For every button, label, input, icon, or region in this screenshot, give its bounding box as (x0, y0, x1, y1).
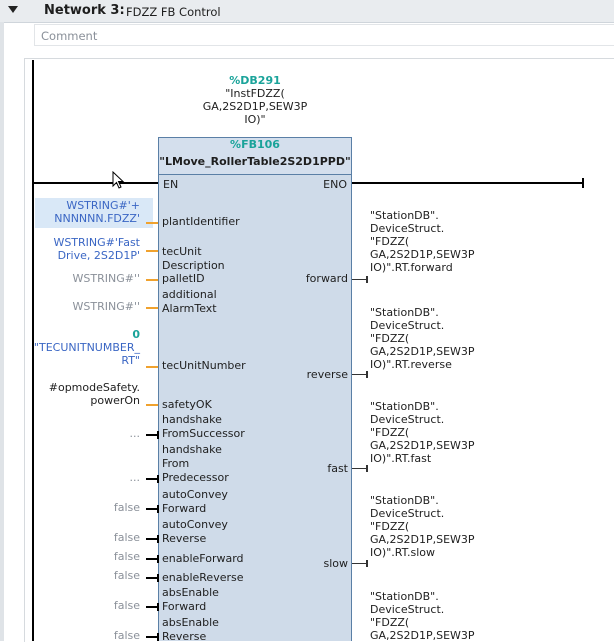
network-title: Network 3: (44, 3, 125, 18)
instance-db-name-1: "InstFDZZ( (225, 87, 285, 100)
input-value-2[interactable]: WSTRING#'' (72, 272, 140, 285)
output-connector-fast[interactable] (352, 465, 368, 472)
input-value-12[interactable]: false (113, 599, 140, 612)
input-connector-5[interactable] (146, 404, 158, 406)
input-connector-9[interactable] (146, 535, 159, 543)
output-target-3[interactable]: "StationDB".DeviceStruct."FDZZ(GA,2S2D1P… (370, 494, 475, 559)
input-pin-2: palletID (162, 272, 205, 285)
pin-en: EN (163, 178, 179, 191)
output-connector-forward[interactable] (352, 276, 368, 283)
input-value-6[interactable]: ... (129, 427, 141, 440)
left-gutter (0, 22, 4, 641)
output-target-2[interactable]: "StationDB".DeviceStruct."FDZZ(GA,2S2D1P… (370, 400, 475, 465)
output-target-1[interactable]: "StationDB".DeviceStruct."FDZZ(GA,2S2D1P… (370, 306, 475, 371)
eno-wire (352, 182, 582, 184)
input-value-10[interactable]: false (113, 550, 140, 563)
instance-db-number: %DB291 (229, 74, 281, 87)
input-connector-0[interactable] (146, 222, 158, 224)
input-value-13[interactable]: false (113, 629, 140, 642)
output-target-4[interactable]: "StationDB".DeviceStruct."FDZZ(GA,2S2D1P… (370, 590, 475, 642)
input-value-0[interactable]: WSTRING#'+NNNNNN.FDZZ' (54, 199, 140, 225)
input-value-4[interactable]: 0"TECUNITNUMBER_RT" (33, 328, 140, 367)
output-connector-slow[interactable] (352, 560, 368, 567)
input-value-5[interactable]: #opmodeSafety.powerOn (48, 381, 140, 407)
input-connector-1[interactable] (146, 250, 158, 252)
arrow-cursor-icon (112, 171, 125, 189)
rung-end (582, 178, 584, 188)
input-pin-0: plantIdentifier (162, 215, 240, 228)
selected-parameter-highlight (35, 198, 153, 228)
input-pin-4: tecUnitNumber (162, 359, 246, 372)
input-connector-2[interactable] (146, 279, 158, 281)
ladder-canvas (24, 58, 614, 642)
input-connector-11[interactable] (146, 574, 159, 582)
input-pin-11: enableReverse (162, 571, 244, 584)
network-comment-field[interactable]: Comment (34, 24, 614, 46)
input-connector-7[interactable] (146, 475, 159, 483)
output-pin-forward: forward (305, 272, 348, 285)
block-name: "LMove_RollerTable2S2D1PPD" (159, 155, 351, 168)
input-value-11[interactable]: false (113, 569, 140, 582)
input-connector-4[interactable] (146, 366, 158, 368)
input-connector-8[interactable] (146, 505, 159, 513)
input-connector-3[interactable] (146, 307, 158, 309)
block-header: %FB106 "LMove_RollerTable2S2D1PPD" (159, 138, 351, 175)
input-value-8[interactable]: false (113, 501, 140, 514)
input-connector-10[interactable] (146, 555, 159, 563)
input-pin-10: enableForward (162, 552, 244, 565)
instance-db-name-3: IO)" (244, 113, 266, 126)
en-wire (34, 182, 158, 184)
output-target-0[interactable]: "StationDB".DeviceStruct."FDZZ(GA,2S2D1P… (370, 209, 475, 274)
output-pin-slow: slow (323, 557, 348, 570)
power-rail (32, 60, 34, 641)
network-header: Network 3: FDZZ FB Control (0, 0, 614, 23)
input-value-7[interactable]: ... (129, 471, 141, 484)
block-type: %FB106 (230, 138, 280, 151)
input-connector-12[interactable] (146, 603, 159, 611)
pin-eno: ENO (323, 178, 347, 191)
network-name[interactable]: FDZZ FB Control (126, 5, 221, 19)
collapse-triangle-icon[interactable] (8, 6, 18, 13)
instance-db-name-2: GA,2S2D1P,SEW3P (202, 100, 308, 113)
input-connector-13[interactable] (146, 633, 159, 641)
output-pin-reverse: reverse (306, 368, 348, 381)
output-pin-fast: fast (327, 462, 348, 475)
input-value-3[interactable]: WSTRING#'' (72, 300, 140, 313)
function-block[interactable]: %FB106 "LMove_RollerTable2S2D1PPD" EN EN… (158, 137, 352, 641)
instance-db-label[interactable]: %DB291 "InstFDZZ( GA,2S2D1P,SEW3P IO)" (190, 74, 320, 126)
input-value-9[interactable]: false (113, 531, 140, 544)
input-connector-6[interactable] (146, 431, 159, 439)
output-connector-reverse[interactable] (352, 371, 368, 378)
input-pin-5: safetyOK (162, 398, 212, 411)
